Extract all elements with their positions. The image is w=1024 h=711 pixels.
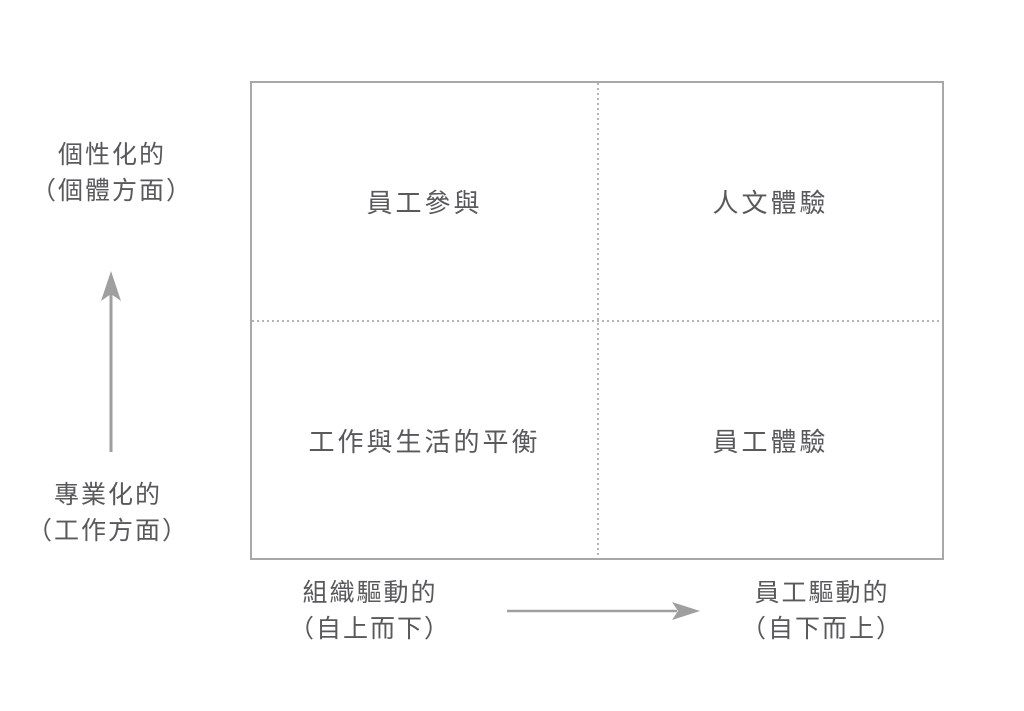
x-axis-right-label: 員工驅動的 （自下而上）	[720, 575, 924, 647]
quadrant-top-right: 人文體驗	[599, 83, 942, 320]
y-axis-up-arrow-icon	[101, 271, 121, 452]
x-axis-right-label-line1: 員工驅動的	[754, 579, 890, 607]
y-axis-top-label-line1: 個性化的	[57, 141, 166, 169]
x-axis-right-label-line2: （自下而上）	[740, 615, 903, 643]
quadrant-bottom-right-label: 員工體驗	[712, 426, 829, 457]
x-axis-left-label: 組織驅動的 （自上而下）	[268, 575, 472, 647]
y-axis-bottom-label-line2: （工作方面）	[26, 517, 189, 545]
y-axis-bottom-label-line1: 專業化的	[53, 481, 162, 509]
y-axis-bottom-label: 專業化的 （工作方面）	[6, 477, 210, 549]
quadrant-top-left: 員工參與	[252, 83, 597, 320]
x-axis-right-arrow-icon	[507, 602, 700, 620]
matrix-box: 員工參與 人文體驗 工作與生活的平衡 員工體驗	[250, 81, 944, 560]
quadrant-top-right-label: 人文體驗	[712, 188, 829, 218]
x-axis-left-label-line1: 組織驅動的	[302, 579, 438, 607]
y-axis-top-label-line2: （個體方面）	[30, 177, 193, 205]
quadrant-bottom-left-label: 工作與生活的平衡	[308, 426, 541, 457]
horizontal-dotted-divider	[252, 320, 942, 322]
quadrant-top-left-label: 員工參與	[366, 188, 483, 218]
quadrant-bottom-left: 工作與生活的平衡	[252, 322, 597, 558]
quadrant-bottom-right: 員工體驗	[599, 322, 942, 558]
x-axis-left-label-line2: （自上而下）	[288, 615, 451, 643]
y-axis-top-label: 個性化的 （個體方面）	[10, 137, 214, 209]
